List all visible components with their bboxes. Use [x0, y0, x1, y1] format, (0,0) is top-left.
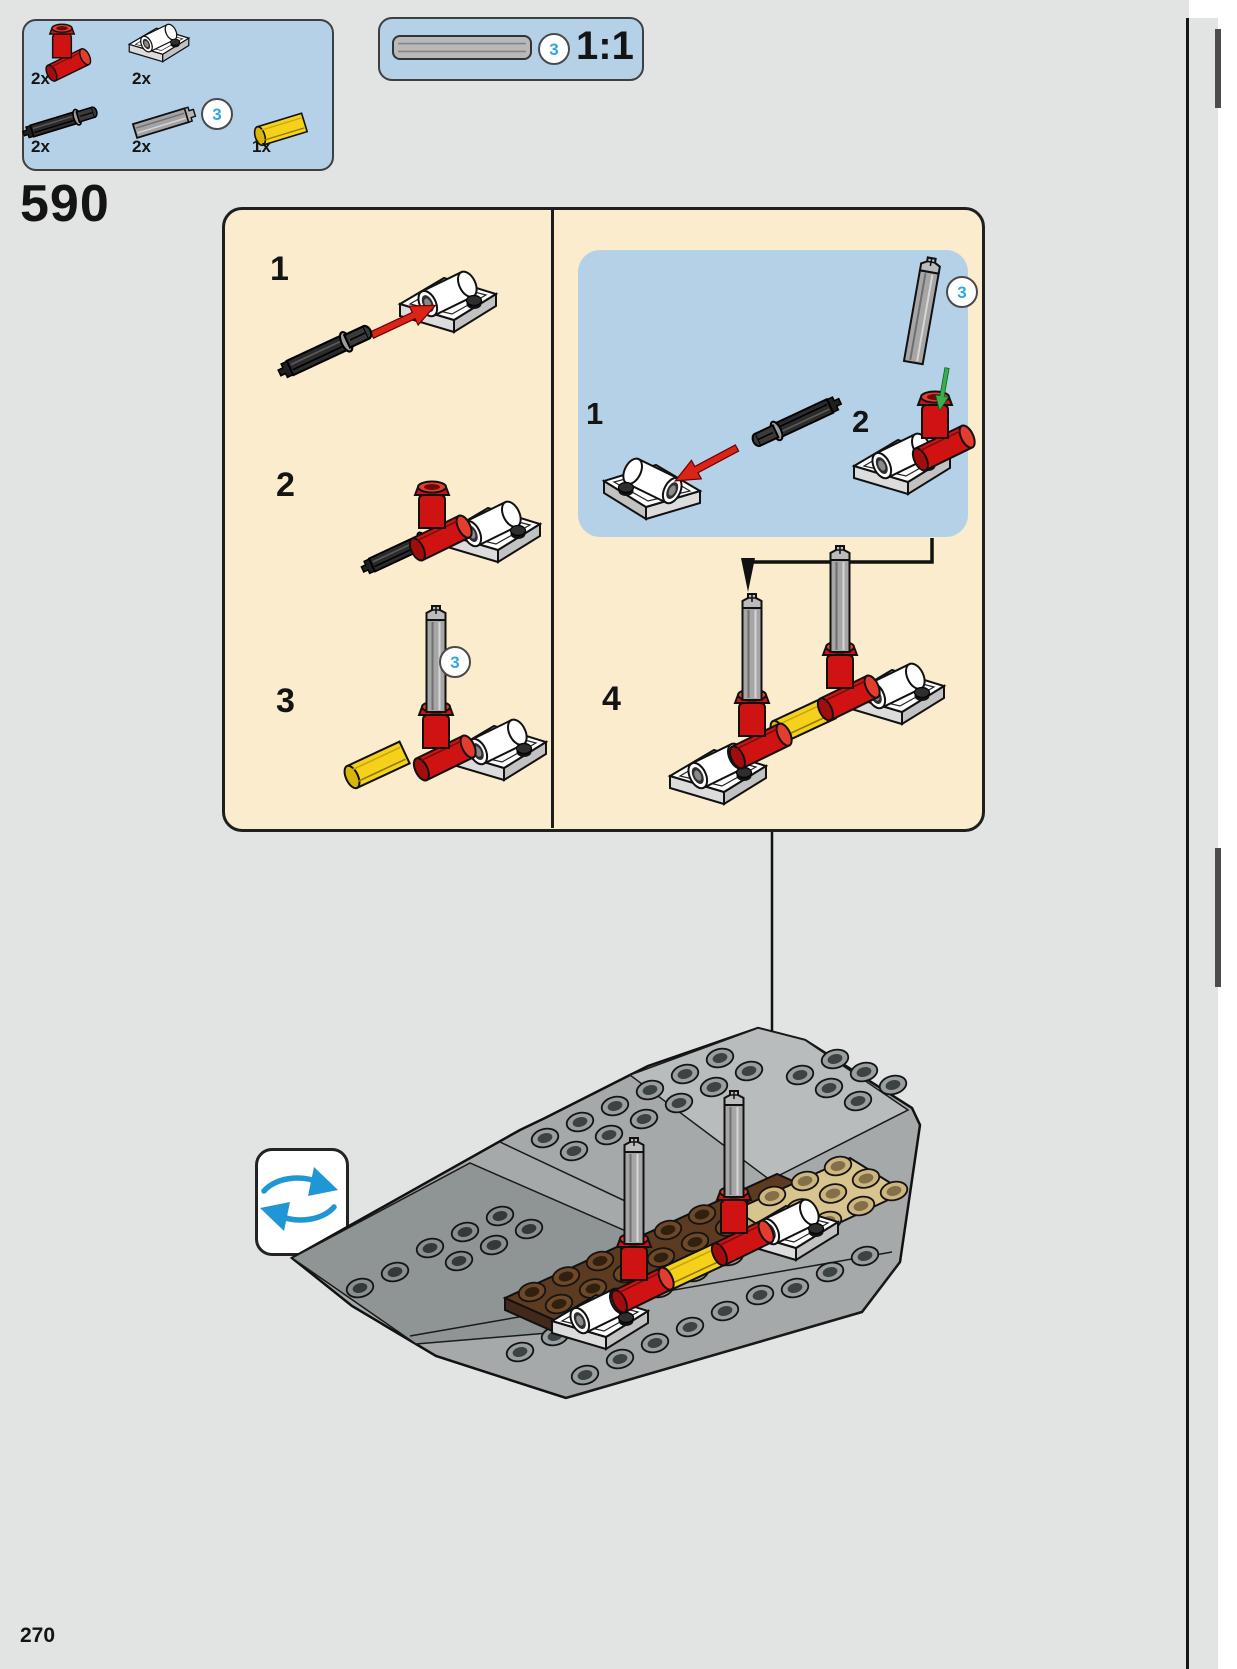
- length-badge-scale: 3: [538, 33, 570, 65]
- length-badge-step3: 3: [439, 646, 471, 678]
- inset-panel: [578, 250, 968, 537]
- step-label-4: 4: [602, 680, 621, 718]
- step-label-2: 2: [276, 466, 295, 504]
- parts-callout-box: [22, 19, 334, 171]
- tan-plate-image: [732, 1156, 908, 1258]
- step-label-3: 3: [276, 682, 295, 720]
- length-badge-parts: 3: [201, 98, 233, 130]
- part-qty-yellow-connector: 1x: [252, 137, 271, 156]
- page-number: 270: [20, 1624, 56, 1647]
- inset-step-label-1: 1: [586, 396, 604, 431]
- binding-mark-top: [1215, 29, 1221, 108]
- binding-mark-mid: [1215, 848, 1221, 987]
- binding-line: [1186, 18, 1189, 1669]
- part-qty-white-plate: 2x: [132, 69, 151, 88]
- panel-divider: [551, 209, 554, 828]
- page-edge-corner: [1189, 0, 1237, 18]
- rotate-icon: [255, 1148, 349, 1256]
- page-step-number: 590: [20, 175, 110, 233]
- brown-plate-image: [502, 1172, 834, 1336]
- part-qty-gray-axle: 2x: [132, 137, 151, 156]
- part-qty-black-axle: 2x: [31, 137, 50, 156]
- page-edge-white: [1218, 0, 1237, 1669]
- assembly-image: [289, 1026, 922, 1400]
- part-qty-red-connector: 2x: [31, 69, 50, 88]
- inset-step-label-2: 2: [852, 404, 870, 439]
- length-badge-inset: 3: [946, 276, 978, 308]
- down-arrow: [765, 832, 779, 1196]
- scale-ratio-label: 1:1: [576, 24, 634, 68]
- step-label-1: 1: [270, 250, 289, 288]
